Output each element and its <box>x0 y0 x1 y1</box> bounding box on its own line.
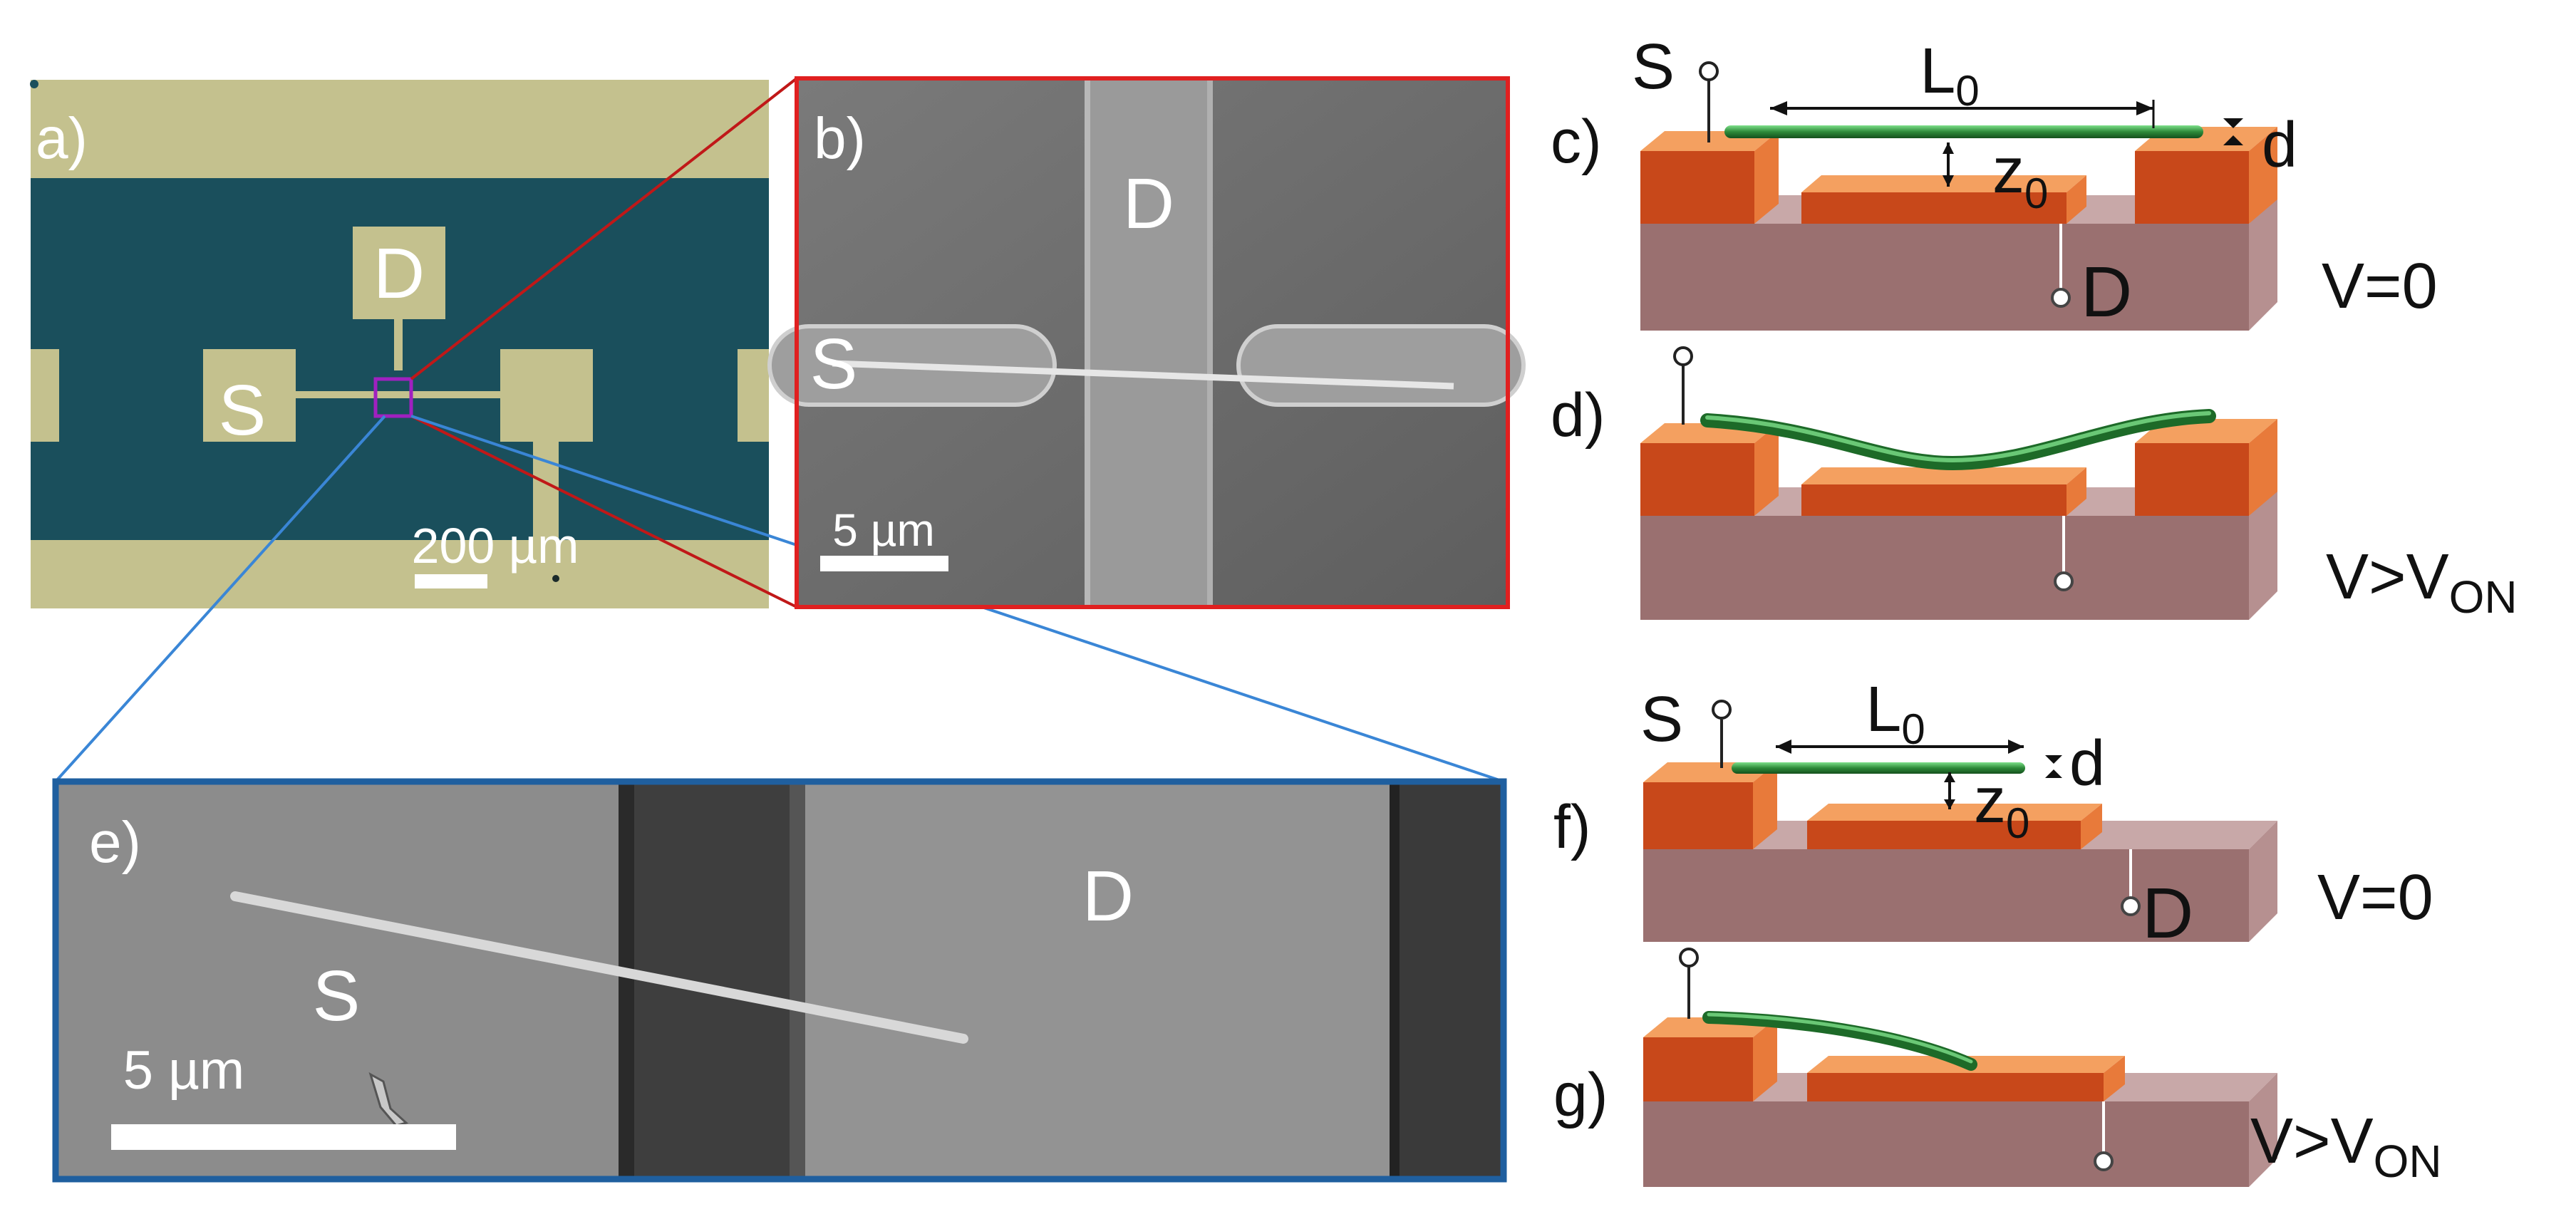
panel-b: b) D S 5 µm <box>767 76 1526 609</box>
panel-c: S L0 z0 d D c) V=0 <box>1551 31 2438 332</box>
drain-electrode-c <box>1801 192 2067 224</box>
zoom-line-red-top <box>410 77 798 380</box>
panel-f-drain-label: D <box>2142 873 2193 953</box>
panel-c-source-label: S <box>1632 31 1675 103</box>
panel-b-drain-label: D <box>1123 164 1174 244</box>
panel-d-label: d) <box>1551 381 1605 450</box>
panel-b-scale-label: 5 µm <box>832 504 935 556</box>
nanowire-g-deflected <box>1702 1011 1977 1071</box>
scale-bar-e <box>111 1124 456 1150</box>
panel-g: g) V>VON <box>1553 948 2442 1187</box>
panel-a: a) D S 200 µm <box>30 80 769 608</box>
panel-e-source-label: S <box>313 956 361 1036</box>
panel-c-length-label: L0 <box>1920 36 1979 115</box>
panel-f-length-label: L0 <box>1866 674 1925 753</box>
panel-c-voltage: V=0 <box>2322 251 2438 322</box>
nanowire-sem-e <box>230 891 968 1044</box>
panel-f-voltage: V=0 <box>2317 862 2433 933</box>
panel-g-voltage: V>VON <box>2250 1106 2442 1187</box>
panel-c-diameter-label: d <box>2262 110 2297 181</box>
panel-a-source-label: S <box>219 370 267 450</box>
panel-a-drain-label: D <box>373 234 425 313</box>
panel-f-diameter-label: d <box>2069 728 2105 799</box>
nanowire-c <box>1724 125 2203 138</box>
panel-a-scale-label: 200 µm <box>412 518 579 574</box>
panel-b-label: b) <box>814 106 866 171</box>
scale-bar-a <box>415 574 487 588</box>
nanowire-sem-b <box>832 360 1454 390</box>
panel-f-source-label: S <box>1640 684 1683 755</box>
panel-d: d) V>VON <box>1551 346 2518 623</box>
drain-electrode-f <box>1807 821 2081 849</box>
nanowire-f <box>1732 762 2025 774</box>
panel-e-scale-label: 5 µm <box>123 1040 244 1101</box>
panel-e-label: e) <box>89 810 141 875</box>
zoom-region-marker <box>373 377 413 418</box>
scale-bar-b <box>820 556 948 571</box>
panel-e-drain-label: D <box>1082 856 1134 936</box>
panel-c-drain-label: D <box>2081 252 2132 332</box>
panel-d-voltage: V>VON <box>2326 541 2518 623</box>
panel-a-label: a) <box>36 106 88 171</box>
panel-e-frame <box>52 778 1507 1183</box>
panel-g-label: g) <box>1553 1061 1608 1129</box>
panel-b-frame <box>795 76 1510 609</box>
source-pad-optical <box>203 349 296 442</box>
drain-strip-sem <box>1085 78 1213 607</box>
panel-f: S L0 z0 d D f) V=0 <box>1553 674 2433 953</box>
zoom-line-red-bottom <box>410 415 797 608</box>
drain-pad-optical <box>353 227 445 319</box>
zoom-line-blue-left <box>54 415 386 783</box>
panel-b-source-label: S <box>810 324 858 404</box>
panel-f-label: f) <box>1553 793 1591 861</box>
drain-area-sem-e <box>805 782 1390 1179</box>
nanowire-d-deflected <box>1700 409 2216 471</box>
panel-f-gap-label: z0 <box>1974 765 2029 847</box>
panel-c-label: c) <box>1551 108 1602 176</box>
panel-c-gap-label: z0 <box>1992 135 2048 217</box>
panel-e: e) D S 5 µm <box>52 778 1507 1183</box>
